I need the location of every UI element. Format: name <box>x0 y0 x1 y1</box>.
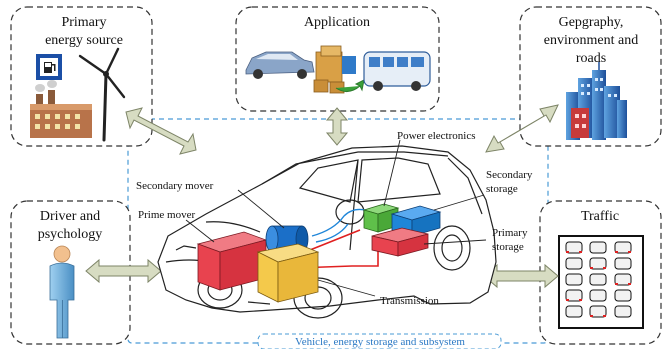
driver-box: Driver and psychology <box>10 200 131 345</box>
primary-storage-block <box>371 227 429 257</box>
city-buildings-icon <box>566 62 627 140</box>
arrow-vehicle-to-traffic <box>483 263 559 289</box>
fuel-station-icon <box>36 54 62 80</box>
bus-icon <box>363 51 431 91</box>
application-title: Application <box>304 15 370 30</box>
transmission-block <box>256 243 320 303</box>
power-electronics-label: Power electronics <box>397 130 476 142</box>
arrow-application-to-vehicle <box>325 107 349 146</box>
primary-energy-title-line1: Primary <box>61 15 106 30</box>
geography-title-line1: Gepgraphy, <box>559 15 624 30</box>
primary-storage-label-line2: storage <box>492 241 524 253</box>
vehicle-region-label: Vehicle, energy storage and subsystem <box>295 336 465 348</box>
secondary-storage-label-line1: Secondary <box>486 169 533 181</box>
primary-storage-label-line1: Primary <box>492 227 528 239</box>
prime-mover-block <box>196 231 268 291</box>
vehicle-outline <box>157 145 497 319</box>
arrow-primary-energy-to-vehicle <box>125 107 197 155</box>
primary-energy-source-box: Primary energy source <box>10 6 153 147</box>
secondary-storage-label-line2: storage <box>486 183 518 195</box>
traffic-box: Traffic <box>539 200 662 345</box>
transmission-label: Transmission <box>380 295 439 307</box>
factory-icon <box>30 80 92 138</box>
primary-energy-title-line2: energy source <box>45 33 123 48</box>
geography-title-line3: roads <box>576 51 606 66</box>
label-leader-lines <box>185 139 487 297</box>
geography-box: Gepgraphy, environment and roads <box>519 6 662 147</box>
wind-turbine-icon <box>78 47 126 142</box>
vehicle-region-label-frame <box>257 333 502 349</box>
secondary-mover-label: Secondary mover <box>136 180 214 192</box>
geography-title-line2: environment and <box>544 33 638 48</box>
driver-title-line2: psychology <box>38 227 103 242</box>
person-icon <box>49 245 75 339</box>
traffic-jam-icon <box>558 235 644 329</box>
passenger-car-icon <box>245 51 315 79</box>
driver-title-line1: Driver and <box>40 209 100 224</box>
arrow-geography-to-vehicle <box>485 104 559 153</box>
prime-mover-label: Prime mover <box>138 209 195 221</box>
delivery-boxes-icon <box>313 45 365 94</box>
application-box: Application <box>235 6 440 112</box>
traffic-title: Traffic <box>581 209 619 224</box>
